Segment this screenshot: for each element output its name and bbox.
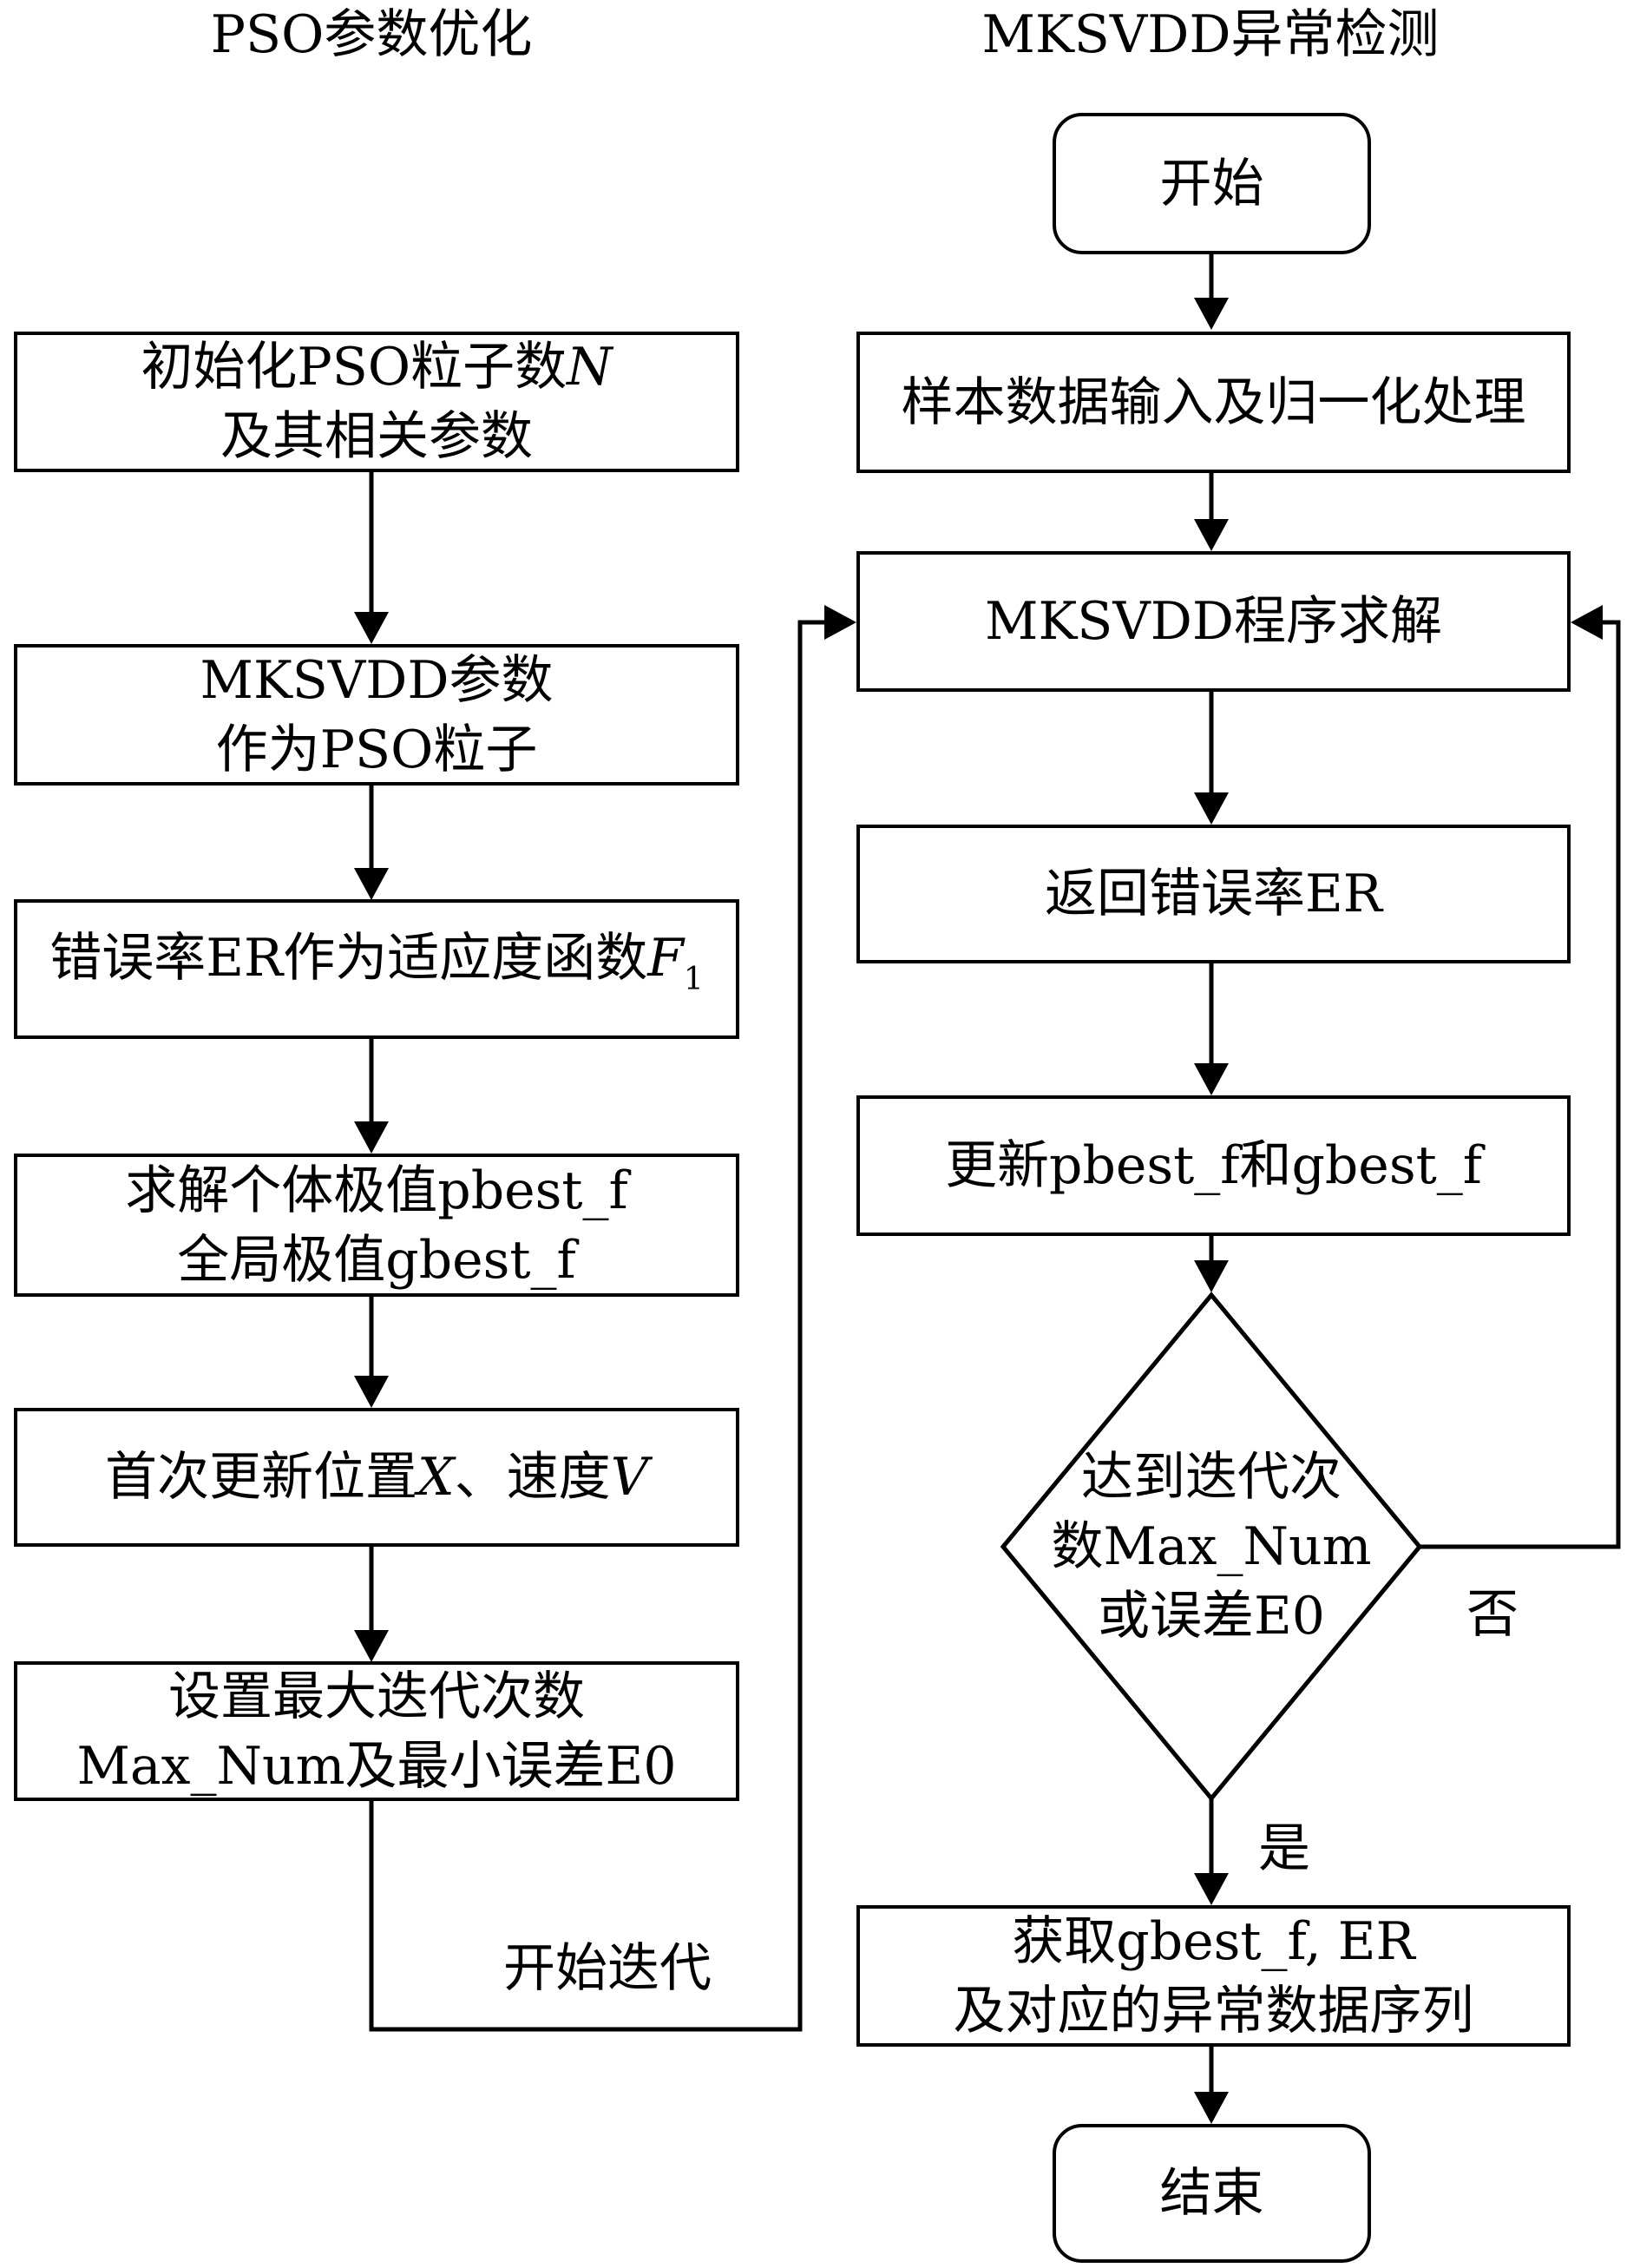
node-init-pso: 初始化PSO粒子数N 及其相关参数 xyxy=(14,332,739,472)
no-branch-connector xyxy=(1420,620,1621,1549)
arrowhead xyxy=(1571,605,1603,640)
arrowhead xyxy=(354,1630,389,1662)
arrowhead xyxy=(354,868,389,900)
arrowhead xyxy=(1194,2092,1229,2124)
arrowhead xyxy=(1194,1260,1229,1292)
node-mksvdd-solve: MKSVDD程序求解 xyxy=(856,551,1571,692)
node-data-input: 样本数据输入及归一化处理 xyxy=(856,332,1571,473)
arrowhead xyxy=(1194,1063,1229,1095)
start-iteration-connector xyxy=(369,620,833,2032)
right-column-title: MKSVDD异常检测 xyxy=(981,4,1440,65)
node-return-error-rate: 返回错误率ER xyxy=(856,825,1571,963)
arrowhead xyxy=(354,1121,389,1154)
node-set-max-iterations: 设置最大迭代次数 Max_Num及最小误差E0 xyxy=(14,1661,739,1801)
node-fitness-function: 错误率ER作为适应度函数F1 xyxy=(14,899,739,1039)
arrowhead xyxy=(354,612,389,644)
arrowhead xyxy=(354,1376,389,1408)
node-update-position: 首次更新位置X、速度V xyxy=(14,1408,739,1547)
arrowhead xyxy=(824,605,856,640)
node-extreme-values: 求解个体极值pbest_f 全局极值gbest_f xyxy=(14,1154,739,1297)
arrowhead xyxy=(1194,792,1229,825)
node-update-best: 更新pbest_f和gbest_f xyxy=(856,1095,1571,1236)
start-iteration-label: 开始迭代 xyxy=(503,1938,712,1999)
arrowhead xyxy=(1194,519,1229,551)
start-terminal: 开始 xyxy=(1053,113,1371,254)
arrowhead xyxy=(1194,298,1229,330)
end-terminal: 结束 xyxy=(1053,2124,1371,2263)
left-column-title: PSO参数优化 xyxy=(210,4,533,65)
decision-text: 达到迭代次 数Max_Num 或误差E0 xyxy=(1051,1447,1372,1647)
node-get-results: 获取gbest_f, ER 及对应的异常数据序列 xyxy=(856,1905,1571,2047)
yes-branch-label: 是 xyxy=(1258,1818,1310,1879)
no-branch-label: 否 xyxy=(1466,1584,1519,1645)
node-mksvdd-params: MKSVDD参数 作为PSO粒子 xyxy=(14,644,739,786)
arrowhead xyxy=(1194,1873,1229,1905)
